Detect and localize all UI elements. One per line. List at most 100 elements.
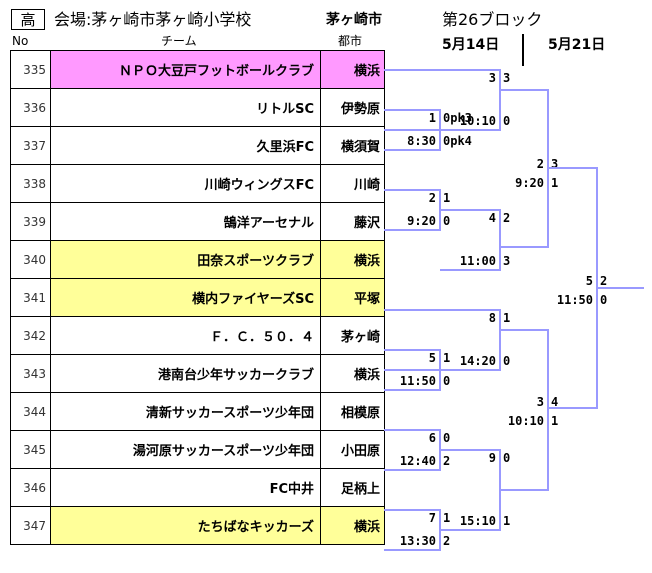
- match-time: 10:10: [508, 414, 544, 428]
- team-city: 横浜: [320, 354, 385, 393]
- match-score-top: 2: [600, 274, 607, 288]
- match-score-bottom: 1: [503, 514, 510, 528]
- match-time: 11:50: [400, 374, 436, 388]
- match-score-bottom: 1: [551, 176, 558, 190]
- team-city: 川崎: [320, 164, 385, 203]
- team-number: 345: [10, 430, 51, 469]
- team-name: Ｆ．Ｃ．５０．４: [50, 316, 321, 355]
- team-city: 相模原: [320, 392, 385, 431]
- team-name: 横内ファイヤーズSC: [50, 278, 321, 317]
- match-score-top: 3: [503, 71, 510, 85]
- match-score-bottom: 0: [443, 214, 450, 228]
- team-city: 横浜: [320, 50, 385, 89]
- match-number: 7: [429, 511, 436, 525]
- team-name: 川崎ウィングスFC: [50, 164, 321, 203]
- match-time: 9:20: [407, 214, 436, 228]
- match-time: 13:30: [400, 534, 436, 548]
- match-number: 3: [537, 395, 544, 409]
- column-header-city: 都市: [338, 34, 363, 48]
- team-city: 横浜: [320, 240, 385, 279]
- team-number: 341: [10, 278, 51, 317]
- team-city: 茅ヶ崎: [320, 316, 385, 355]
- team-number: 338: [10, 164, 51, 203]
- team-city: 足柄上: [320, 468, 385, 507]
- host-city: 茅ヶ崎市: [326, 12, 382, 28]
- match-time: 9:20: [515, 176, 544, 190]
- team-name: 久里浜FC: [50, 126, 321, 165]
- match-score-top: 4: [551, 395, 558, 409]
- bracket-line-m6: [384, 429, 441, 471]
- bracket-line-m3: [384, 69, 501, 131]
- team-city: 横浜: [320, 506, 385, 545]
- team-number: 339: [10, 202, 51, 241]
- match-time: 15:10: [460, 514, 496, 528]
- bracket-line-m7: [384, 509, 441, 551]
- bracket-line-m5: [384, 349, 441, 391]
- team-city: 藤沢: [320, 202, 385, 241]
- category-badge: 高: [11, 9, 45, 30]
- match-score-bottom: 1: [551, 414, 558, 428]
- match-time: 11:00: [460, 254, 496, 268]
- bracket-line-semi2: [500, 329, 549, 491]
- team-name: 港南台少年サッカークラブ: [50, 354, 321, 393]
- match-score-top: 1: [443, 511, 450, 525]
- team-number: 342: [10, 316, 51, 355]
- match-number: 3: [489, 71, 496, 85]
- match-score-top: 0pk3: [443, 111, 472, 125]
- team-number: 336: [10, 88, 51, 127]
- team-name: 鵠洋アーセナル: [50, 202, 321, 241]
- date-divider: [522, 34, 524, 66]
- match-score-bottom: 2: [443, 534, 450, 548]
- team-name: 清新サッカースポーツ少年団: [50, 392, 321, 431]
- match-time: 11:50: [557, 293, 593, 307]
- match-score-bottom: 0: [443, 374, 450, 388]
- round1-date: 5月14日: [442, 37, 500, 53]
- column-header-no: No: [12, 34, 29, 48]
- match-number: 2: [429, 191, 436, 205]
- match-score-bottom: 0: [503, 354, 510, 368]
- match-score-bottom: 0pk4: [443, 134, 472, 148]
- team-name: リトルSC: [50, 88, 321, 127]
- team-name: FC中井: [50, 468, 321, 507]
- team-number: 340: [10, 240, 51, 279]
- team-city: 小田原: [320, 430, 385, 469]
- bracket-line-m2: [384, 189, 441, 231]
- team-name: 田奈スポーツクラブ: [50, 240, 321, 279]
- team-name: 湯河原サッカースポーツ少年団: [50, 430, 321, 469]
- match-time: 10:10: [460, 114, 496, 128]
- match-time: 12:40: [400, 454, 436, 468]
- match-number: 2: [537, 157, 544, 171]
- bracket-line-m4: [440, 209, 501, 271]
- match-score-bottom: 0: [600, 293, 607, 307]
- match-time: 14:20: [460, 354, 496, 368]
- bracket-line-m8: [384, 309, 501, 371]
- team-name: ＮＰＯ大豆戸フットボールクラブ: [50, 50, 321, 89]
- match-number: 1: [429, 111, 436, 125]
- match-number: 5: [586, 274, 593, 288]
- match-score-top: 1: [443, 351, 450, 365]
- venue-title: 会場:茅ヶ崎市茅ヶ崎小学校: [54, 10, 252, 29]
- match-score-top: 0: [503, 451, 510, 465]
- match-score-bottom: 3: [503, 254, 510, 268]
- column-header-team: チーム: [161, 34, 197, 48]
- match-score-top: 1: [443, 191, 450, 205]
- match-number: 8: [489, 311, 496, 325]
- match-score-bottom: 2: [443, 454, 450, 468]
- match-score-top: 0: [443, 431, 450, 445]
- match-number: 4: [489, 211, 496, 225]
- bracket-line-m9: [440, 449, 501, 531]
- match-score-top: 3: [551, 157, 558, 171]
- match-time: 8:30: [407, 134, 436, 148]
- match-number: 6: [429, 431, 436, 445]
- match-number: 5: [429, 351, 436, 365]
